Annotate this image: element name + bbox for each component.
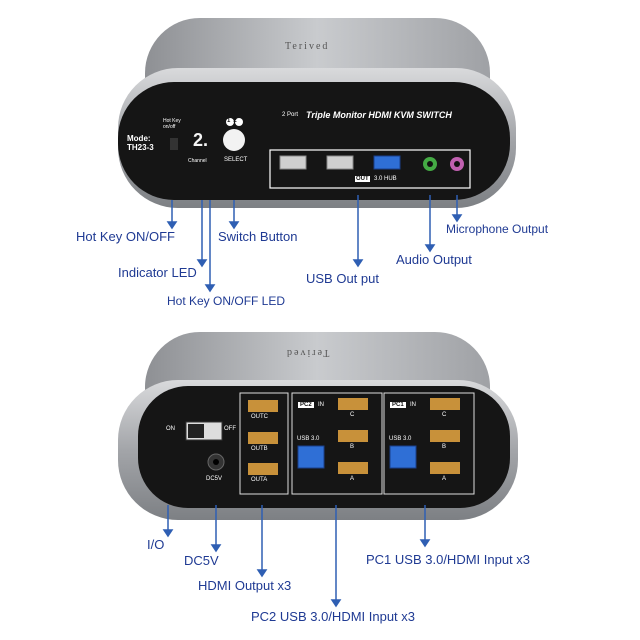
pc2-usb-label: USB 3.0: [297, 436, 320, 442]
front-device: [118, 18, 516, 208]
front-title-prefix: 2 Port: [282, 112, 299, 118]
mode-label: Mode:: [127, 134, 151, 143]
hotkey-button-shape: [170, 138, 178, 150]
out-badge: OUT: [355, 176, 370, 182]
pc2-port-b: B: [350, 444, 355, 450]
dc-label: DC5V: [206, 476, 223, 482]
hotkey-label: Hot Key on/off: [163, 118, 181, 130]
out-a-label: OUTA: [251, 477, 268, 483]
pc2-port-a: A: [350, 476, 355, 482]
pc1-in-label: IN: [410, 402, 416, 408]
back-brand: Terived: [285, 347, 330, 358]
front-title: Triple Monitor HDMI KVM SWITCH: [306, 110, 452, 120]
callout-switch-button: Switch Button: [218, 229, 298, 244]
pc2-port-c: C: [350, 412, 355, 418]
callout-hotkey-led: Hot Key ON/OFF LED: [167, 294, 286, 308]
select-button-shape: [223, 129, 245, 151]
callout-dc5v: DC5V: [184, 553, 219, 568]
callout-usb-out: USB Out put: [306, 271, 379, 286]
callout-indicator-led: Indicator LED: [118, 265, 197, 280]
pc2-in-label: IN: [318, 402, 324, 408]
channel-label: Channel: [188, 158, 207, 164]
back-device: [118, 332, 518, 520]
channel-digit: 2.: [193, 130, 209, 150]
select-label: SELECT: [224, 157, 248, 163]
pc1-label: PC1: [390, 402, 406, 408]
callout-audio-out: Audio Output: [396, 252, 472, 267]
callout-pc2-in: PC2 USB 3.0/HDMI Input x3: [251, 609, 416, 624]
callout-hotkey: Hot Key ON/OFF: [76, 229, 175, 244]
out-c-label: OUTC: [251, 414, 268, 420]
callout-pc1-in: PC1 USB 3.0/HDMI Input x3: [366, 552, 531, 567]
power-off-label: OFF: [224, 426, 236, 432]
port-box: [269, 149, 471, 189]
select-icons: 12: [227, 118, 240, 124]
pc1-usb-label: USB 3.0: [389, 436, 412, 442]
callout-mic-out: Microphone Output: [446, 222, 549, 236]
callout-hdmi-out: HDMI Output x3: [198, 578, 292, 593]
pc1-port-c: C: [442, 412, 447, 418]
front-brand: Terived: [285, 41, 330, 52]
front-panel: [118, 82, 510, 200]
pc1-port-b: B: [442, 444, 447, 450]
model-label: TH23-3: [127, 143, 154, 152]
pc1-port-a: A: [442, 476, 447, 482]
pc2-label: PC2: [298, 402, 314, 408]
hub-label: 3.0 HUB: [374, 176, 397, 182]
out-b-label: OUTB: [251, 446, 268, 452]
callout-io: I/O: [147, 537, 165, 552]
power-on-label: ON: [166, 426, 175, 432]
callout-lines: [162, 195, 463, 608]
